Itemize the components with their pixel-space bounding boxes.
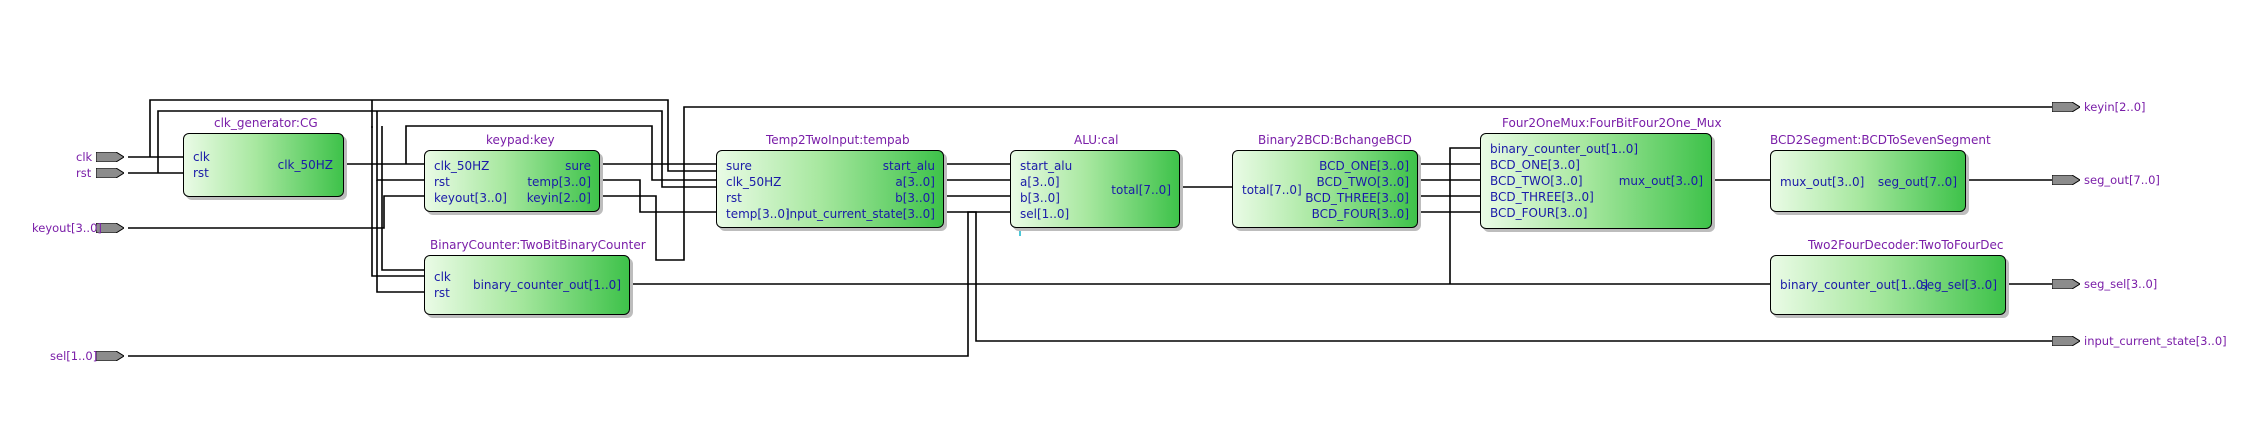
input-label-sel: sel[1..0] bbox=[50, 349, 98, 363]
port-key-keyout: keyout[3..0] bbox=[434, 191, 507, 205]
block-title-cg: clk_generator:CG bbox=[214, 116, 318, 130]
port-bcd-one: BCD_ONE[3..0] bbox=[1319, 159, 1409, 173]
block-binary-counter[interactable]: clk rst binary_counter_out[1..0] bbox=[424, 255, 630, 315]
wire-keyin bbox=[600, 106, 2052, 261]
wire-rst-to-keypad bbox=[376, 111, 424, 181]
port-tempab-sure: sure bbox=[726, 159, 752, 173]
port-seg-out: seg_out[7..0] bbox=[1877, 175, 1957, 189]
block-keypad[interactable]: clk_50HZ rst keyout[3..0] sure temp[3..0… bbox=[424, 150, 600, 212]
block-decoder[interactable]: binary_counter_out[1..0] seg_sel[3..0] bbox=[1770, 255, 2006, 315]
output-pin-seg-sel[interactable] bbox=[2052, 279, 2080, 289]
port-tempab-rst: rst bbox=[726, 191, 742, 205]
port-cg-clk: clk bbox=[193, 150, 210, 164]
port-alu-b: b[3..0] bbox=[1020, 191, 1060, 205]
input-pin-clk[interactable] bbox=[96, 152, 124, 162]
port-tempab-a: a[3..0] bbox=[895, 175, 935, 189]
port-tempab-temp: temp[3..0] bbox=[726, 207, 790, 221]
block-title-alu: ALU:cal bbox=[1074, 133, 1119, 147]
port-cg-clk50: clk_50HZ bbox=[277, 158, 333, 172]
input-label-keyout: keyout[3..0] bbox=[32, 221, 102, 235]
port-tempab-input-current-state: input_current_state[3..0] bbox=[786, 207, 935, 221]
block-bcd2segment[interactable]: mux_out[3..0] seg_out[7..0] bbox=[1770, 150, 1966, 212]
port-key-sure: sure bbox=[565, 159, 591, 173]
wire-clk-counter bbox=[371, 100, 424, 277]
port-mux-bcd-three: BCD_THREE[3..0] bbox=[1490, 190, 1594, 204]
block-tempab[interactable]: sure clk_50HZ rst temp[3..0] start_alu a… bbox=[716, 150, 944, 228]
output-label-keyin: keyin[2..0] bbox=[2084, 100, 2146, 114]
block-title-bcd: Binary2BCD:BchangeBCD bbox=[1258, 133, 1412, 147]
port-tempab-b: b[3..0] bbox=[895, 191, 935, 205]
block-alu[interactable]: start_alu a[3..0] b[3..0] sel[1..0] tota… bbox=[1010, 150, 1180, 228]
port-mux-out: mux_out[3..0] bbox=[1618, 174, 1703, 188]
port-key-temp: temp[3..0] bbox=[527, 175, 591, 189]
port-mux-bcd-four: BCD_FOUR[3..0] bbox=[1490, 206, 1588, 220]
port-cg-rst: rst bbox=[193, 166, 209, 180]
port-bcd-four: BCD_FOUR[3..0] bbox=[1311, 207, 1409, 221]
input-pin-sel[interactable] bbox=[96, 351, 124, 361]
port-tbc-out: binary_counter_out[1..0] bbox=[472, 278, 621, 292]
wire-rst-vert bbox=[381, 126, 424, 271]
port-tbc-rst: rst bbox=[434, 286, 450, 300]
output-label-input-current-state: input_current_state[3..0] bbox=[2084, 334, 2227, 348]
port-alu-start: start_alu bbox=[1020, 159, 1073, 173]
port-seg-in: mux_out[3..0] bbox=[1780, 175, 1865, 189]
port-mux-counter: binary_counter_out[1..0] bbox=[1490, 142, 1639, 156]
port-bcd-three: BCD_THREE[3..0] bbox=[1305, 191, 1409, 205]
port-alu-total: total[7..0] bbox=[1111, 183, 1171, 197]
wire-binary-counter-to-mux bbox=[1449, 147, 1480, 284]
port-bcd-two: BCD_TWO[3..0] bbox=[1316, 175, 1409, 189]
wire-clk50-to-tempab bbox=[405, 125, 716, 181]
input-pin-keyout[interactable] bbox=[96, 223, 124, 233]
input-pin-rst[interactable] bbox=[96, 168, 124, 178]
wire-rst-counter bbox=[376, 180, 424, 293]
input-label-clk: clk bbox=[76, 150, 93, 164]
block-mux[interactable]: binary_counter_out[1..0] BCD_ONE[3..0] B… bbox=[1480, 133, 1712, 229]
output-label-seg-sel: seg_sel[3..0] bbox=[2084, 277, 2158, 291]
port-bcd-total: total[7..0] bbox=[1242, 183, 1302, 197]
output-pin-keyin[interactable] bbox=[2052, 102, 2080, 112]
port-tempab-start-alu: start_alu bbox=[882, 159, 935, 173]
output-pin-seg-out[interactable] bbox=[2052, 175, 2080, 185]
wire-rst-bus bbox=[157, 110, 716, 188]
port-alu-sel: sel[1..0] bbox=[1020, 207, 1070, 221]
port-key-rst: rst bbox=[434, 175, 450, 189]
block-title-dec: Two2FourDecoder:TwoToFourDec bbox=[1808, 238, 2004, 252]
input-label-rst: rst bbox=[76, 166, 92, 180]
block-title-seg: BCD2Segment:BCDToSevenSegment bbox=[1770, 133, 1991, 147]
port-key-clk50: clk_50HZ bbox=[434, 159, 490, 173]
block-binary2bcd[interactable]: total[7..0] BCD_ONE[3..0] BCD_TWO[3..0] … bbox=[1232, 150, 1418, 228]
port-dec-in: binary_counter_out[1..0] bbox=[1780, 278, 1929, 292]
wire-input-current-state bbox=[944, 211, 2052, 342]
output-label-seg-out: seg_out[7..0] bbox=[2084, 173, 2160, 187]
port-key-keyin: keyin[2..0] bbox=[526, 191, 591, 205]
block-title-mux: Four2OneMux:FourBitFour2One_Mux bbox=[1502, 116, 1722, 130]
port-mux-bcd-two: BCD_TWO[3..0] bbox=[1490, 174, 1583, 188]
port-tempab-clk50: clk_50HZ bbox=[726, 175, 782, 189]
wire-keyout bbox=[128, 195, 424, 229]
port-dec-out: seg_sel[3..0] bbox=[1920, 278, 1997, 292]
output-pin-input-current-state[interactable] bbox=[2052, 336, 2080, 346]
block-clk-generator[interactable]: clk rst clk_50HZ bbox=[183, 133, 344, 197]
block-title-tempab: Temp2TwoInput:tempab bbox=[766, 133, 910, 147]
port-alu-a: a[3..0] bbox=[1020, 175, 1060, 189]
port-tbc-clk: clk bbox=[434, 270, 451, 284]
block-title-keypad: keypad:key bbox=[486, 133, 555, 147]
port-mux-bcd-one: BCD_ONE[3..0] bbox=[1490, 158, 1580, 172]
block-title-binary-counter: BinaryCounter:TwoBitBinaryCounter bbox=[430, 238, 646, 252]
